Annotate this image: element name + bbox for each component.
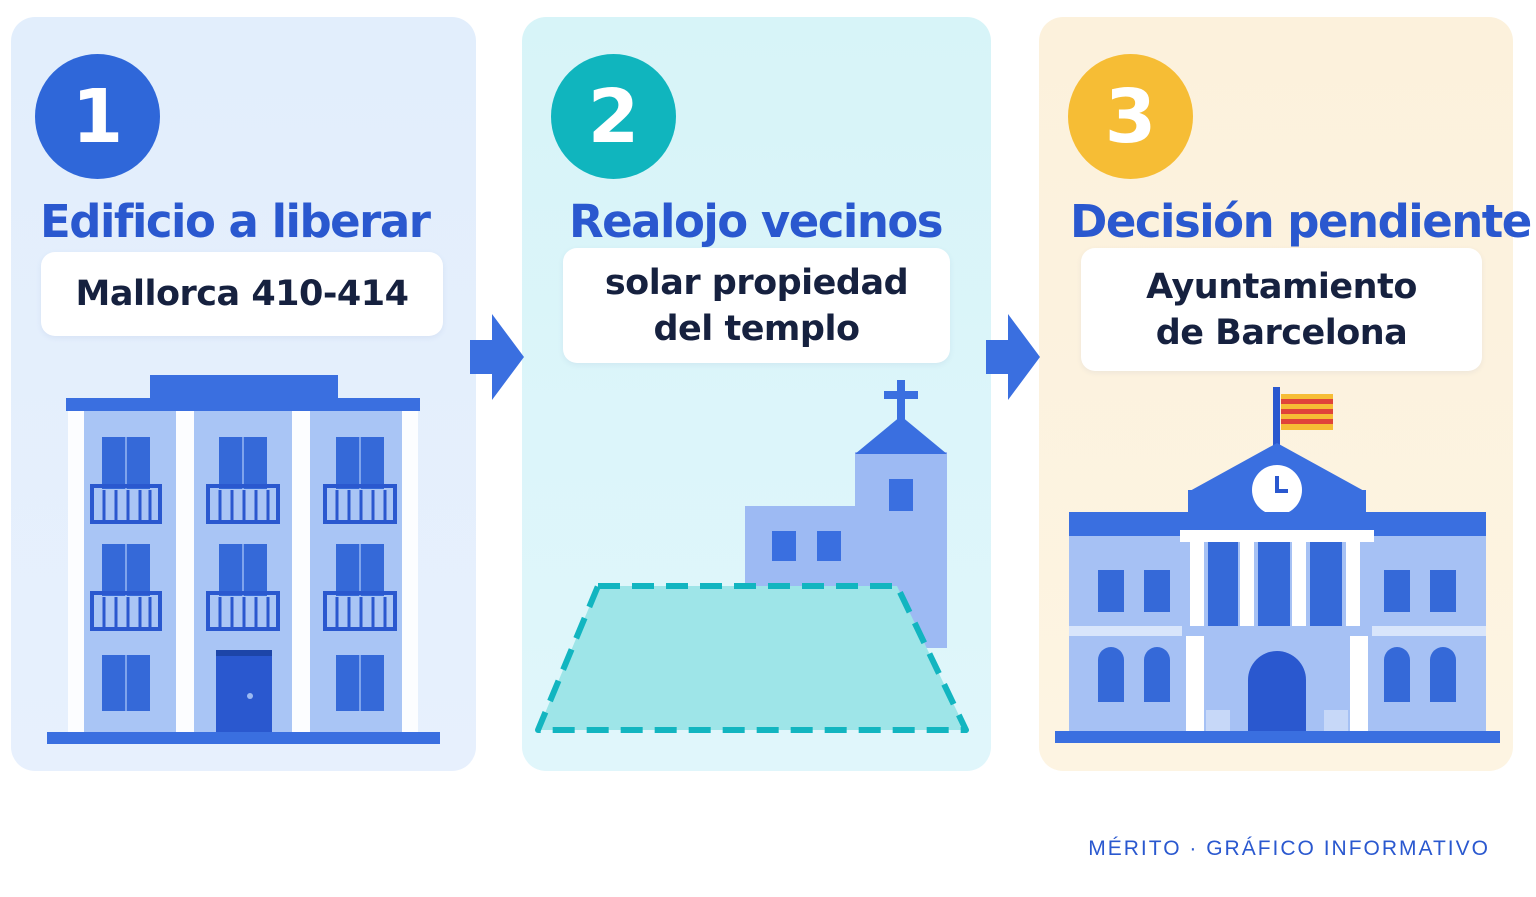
arrow-right-icon <box>470 314 524 400</box>
step-number-badge: 1 <box>35 54 160 179</box>
step-number-badge: 3 <box>1068 54 1193 179</box>
step-title: Edificio a liberar <box>40 195 431 248</box>
step-number-badge: 2 <box>551 54 676 179</box>
detail-line: del templo <box>653 308 860 349</box>
step-title: Decisión pendiente <box>1070 195 1532 248</box>
step-title: Realojo vecinos <box>569 195 944 248</box>
arrow-right-icon <box>986 314 1040 400</box>
detail-line: solar propiedad <box>604 262 909 303</box>
detail-line: de Barcelona <box>1155 312 1408 353</box>
step-detail-box: Ayuntamiento de Barcelona <box>1081 248 1482 371</box>
detail-line: Ayuntamiento <box>1146 266 1417 307</box>
detail-line: Mallorca 410-414 <box>75 274 409 314</box>
step-detail-box: Mallorca 410-414 <box>41 252 443 336</box>
source-credit: MÉRITO · GRÁFICO INFORMATIVO <box>1088 837 1490 860</box>
step-detail-box: solar propiedad del templo <box>563 248 950 363</box>
